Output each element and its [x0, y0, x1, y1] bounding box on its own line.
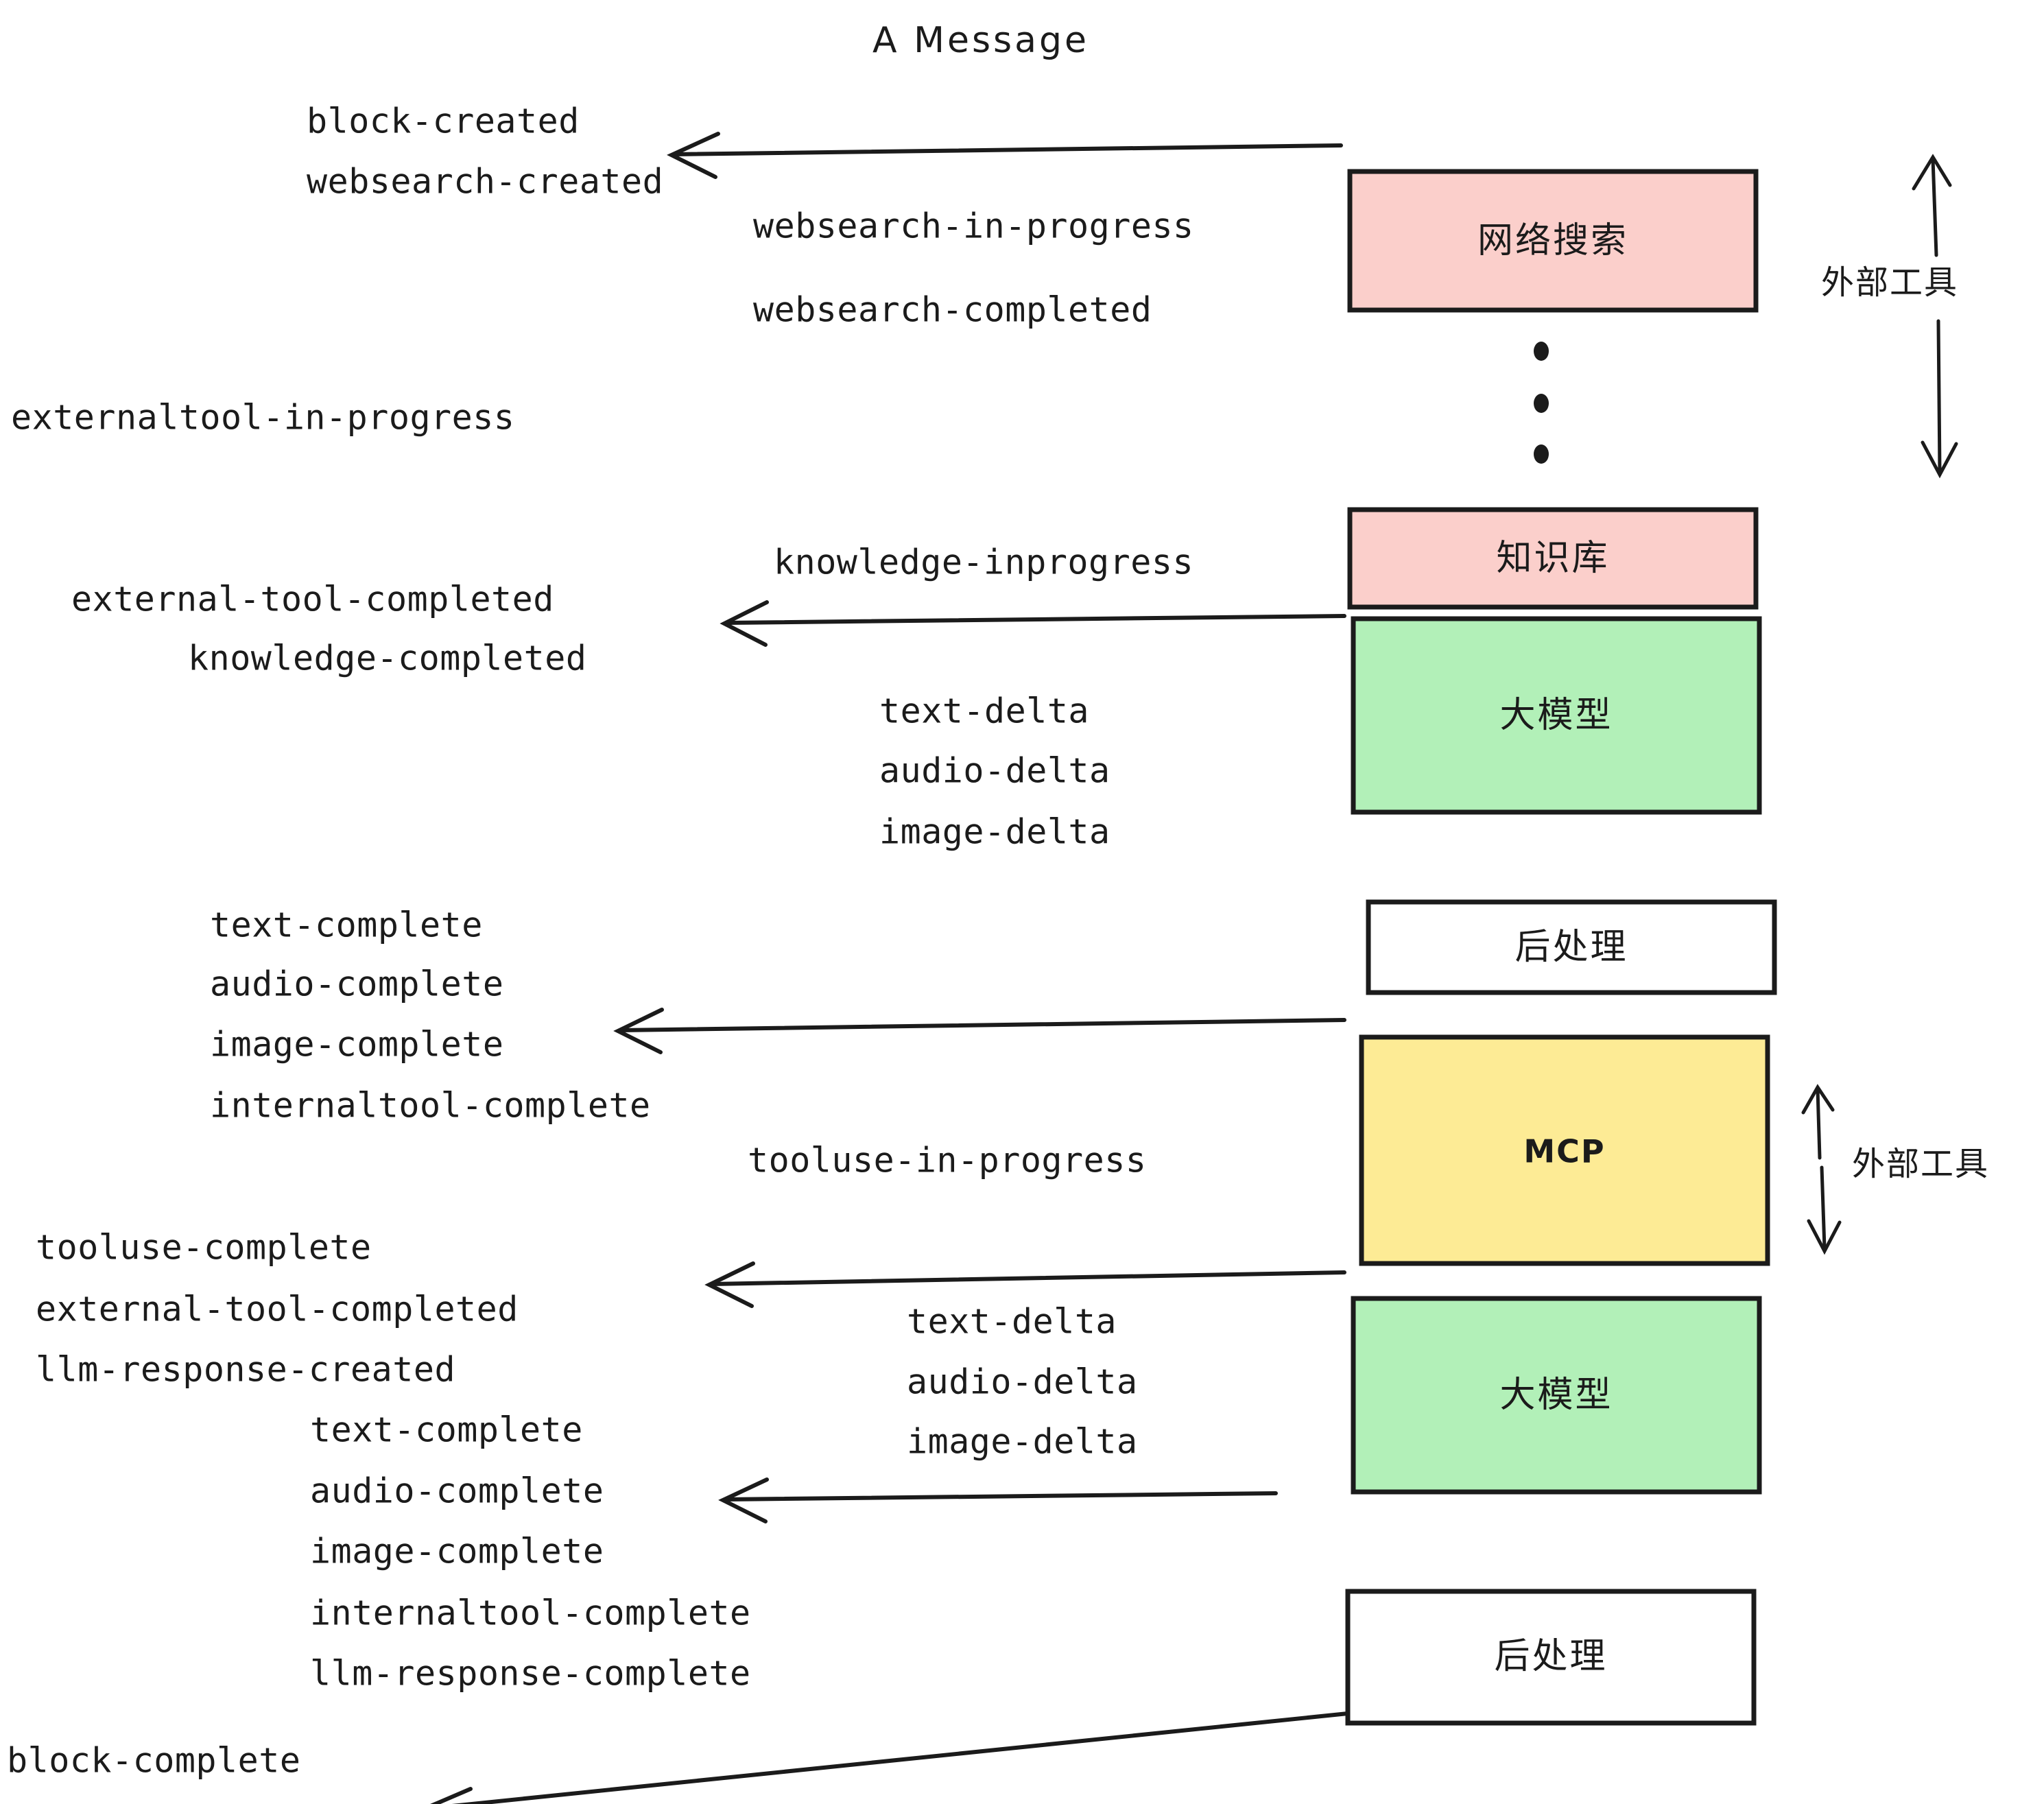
- event-internaltool-complete-2: internaltool-complete: [310, 1593, 751, 1633]
- event-llm-response-created: llm-response-created: [36, 1350, 455, 1390]
- event-block-complete: block-complete: [7, 1741, 300, 1781]
- node-postprocess-2-box[interactable]: [1345, 1589, 1757, 1726]
- node-llm-2[interactable]: 大模型: [1351, 1296, 1762, 1495]
- node-postprocess-1-box[interactable]: [1366, 899, 1777, 995]
- event-text-delta-2: text-delta: [907, 1302, 1117, 1342]
- node-mcp[interactable]: MCP: [1359, 1034, 1770, 1266]
- event-externaltool-in-progress: externaltool-in-progress: [11, 398, 514, 438]
- node-llm-1-label: 大模型: [1499, 695, 1613, 736]
- node-llm-2-box[interactable]: [1351, 1296, 1762, 1495]
- node-llm-1[interactable]: 大模型: [1351, 616, 1762, 815]
- event-text-complete-1: text-complete: [210, 905, 483, 945]
- event-websearch-in-progress: websearch-in-progress: [753, 206, 1194, 246]
- node-websearch[interactable]: 网络搜索: [1347, 169, 1759, 313]
- node-knowledge-box[interactable]: [1347, 507, 1759, 610]
- node-postprocess-2-label: 后处理: [1494, 1636, 1607, 1677]
- event-external-tool-completed-1: external-tool-completed: [71, 580, 554, 619]
- event-llm-response-complete: llm-response-complete: [310, 1654, 751, 1694]
- external-tools-label-bottom: 外部工具: [1852, 1145, 1989, 1183]
- event-image-complete-1: image-complete: [210, 1025, 503, 1065]
- node-mcp-box[interactable]: [1359, 1034, 1770, 1266]
- arrow-knowledge-completed: [720, 600, 1346, 647]
- event-text-complete-2: text-complete: [310, 1410, 583, 1450]
- arrow-block-created: [667, 132, 1343, 179]
- page-title: A Message: [872, 20, 1089, 61]
- event-audio-complete-1: audio-complete: [210, 964, 503, 1004]
- node-knowledge-label: 知识库: [1496, 538, 1609, 579]
- arrow-image-complete: [613, 1008, 1346, 1054]
- event-knowledge-inprogress: knowledge-inprogress: [774, 543, 1193, 582]
- external-tools-bracket-bottom: 外部工具: [1801, 1084, 1989, 1255]
- event-websearch-created: websearch-created: [307, 162, 663, 202]
- event-image-delta-2: image-delta: [907, 1422, 1138, 1462]
- node-llm-2-label: 大模型: [1499, 1375, 1613, 1416]
- arrow-tooluse-complete: [704, 1261, 1346, 1308]
- node-mcp-label: MCP: [1523, 1133, 1605, 1170]
- node-postprocess-2[interactable]: 后处理: [1345, 1589, 1757, 1726]
- node-websearch-box[interactable]: [1347, 169, 1759, 313]
- node-websearch-label: 网络搜索: [1477, 220, 1628, 261]
- event-block-created: block-created: [307, 102, 580, 141]
- node-postprocess-1[interactable]: 后处理: [1366, 899, 1777, 995]
- external-tools-label-top: 外部工具: [1821, 263, 1958, 302]
- external-tools-bracket-top: 外部工具: [1821, 154, 1958, 479]
- event-image-complete-2: image-complete: [310, 1532, 604, 1571]
- node-postprocess-1-label: 后处理: [1514, 927, 1628, 968]
- event-text-delta-1: text-delta: [879, 691, 1089, 731]
- event-audio-delta-1: audio-delta: [879, 751, 1110, 791]
- event-image-delta-1: image-delta: [879, 812, 1110, 852]
- event-external-tool-completed-2: external-tool-completed: [36, 1290, 519, 1329]
- event-tooluse-complete: tooluse-complete: [36, 1228, 372, 1268]
- event-internaltool-complete-1: internaltool-complete: [210, 1086, 651, 1126]
- arrow-block-complete: [430, 1711, 1350, 1804]
- event-knowledge-completed: knowledge-completed: [188, 639, 586, 678]
- event-audio-delta-2: audio-delta: [907, 1362, 1138, 1402]
- event-audio-complete-2: audio-complete: [310, 1471, 604, 1511]
- arrow-audio-complete: [718, 1477, 1278, 1523]
- vertical-ellipsis: [1534, 342, 1549, 464]
- node-llm-1-box[interactable]: [1351, 616, 1762, 815]
- event-websearch-completed: websearch-completed: [753, 290, 1152, 330]
- event-tooluse-in-progress: tooluse-in-progress: [748, 1141, 1146, 1180]
- node-knowledge[interactable]: 知识库: [1347, 507, 1759, 610]
